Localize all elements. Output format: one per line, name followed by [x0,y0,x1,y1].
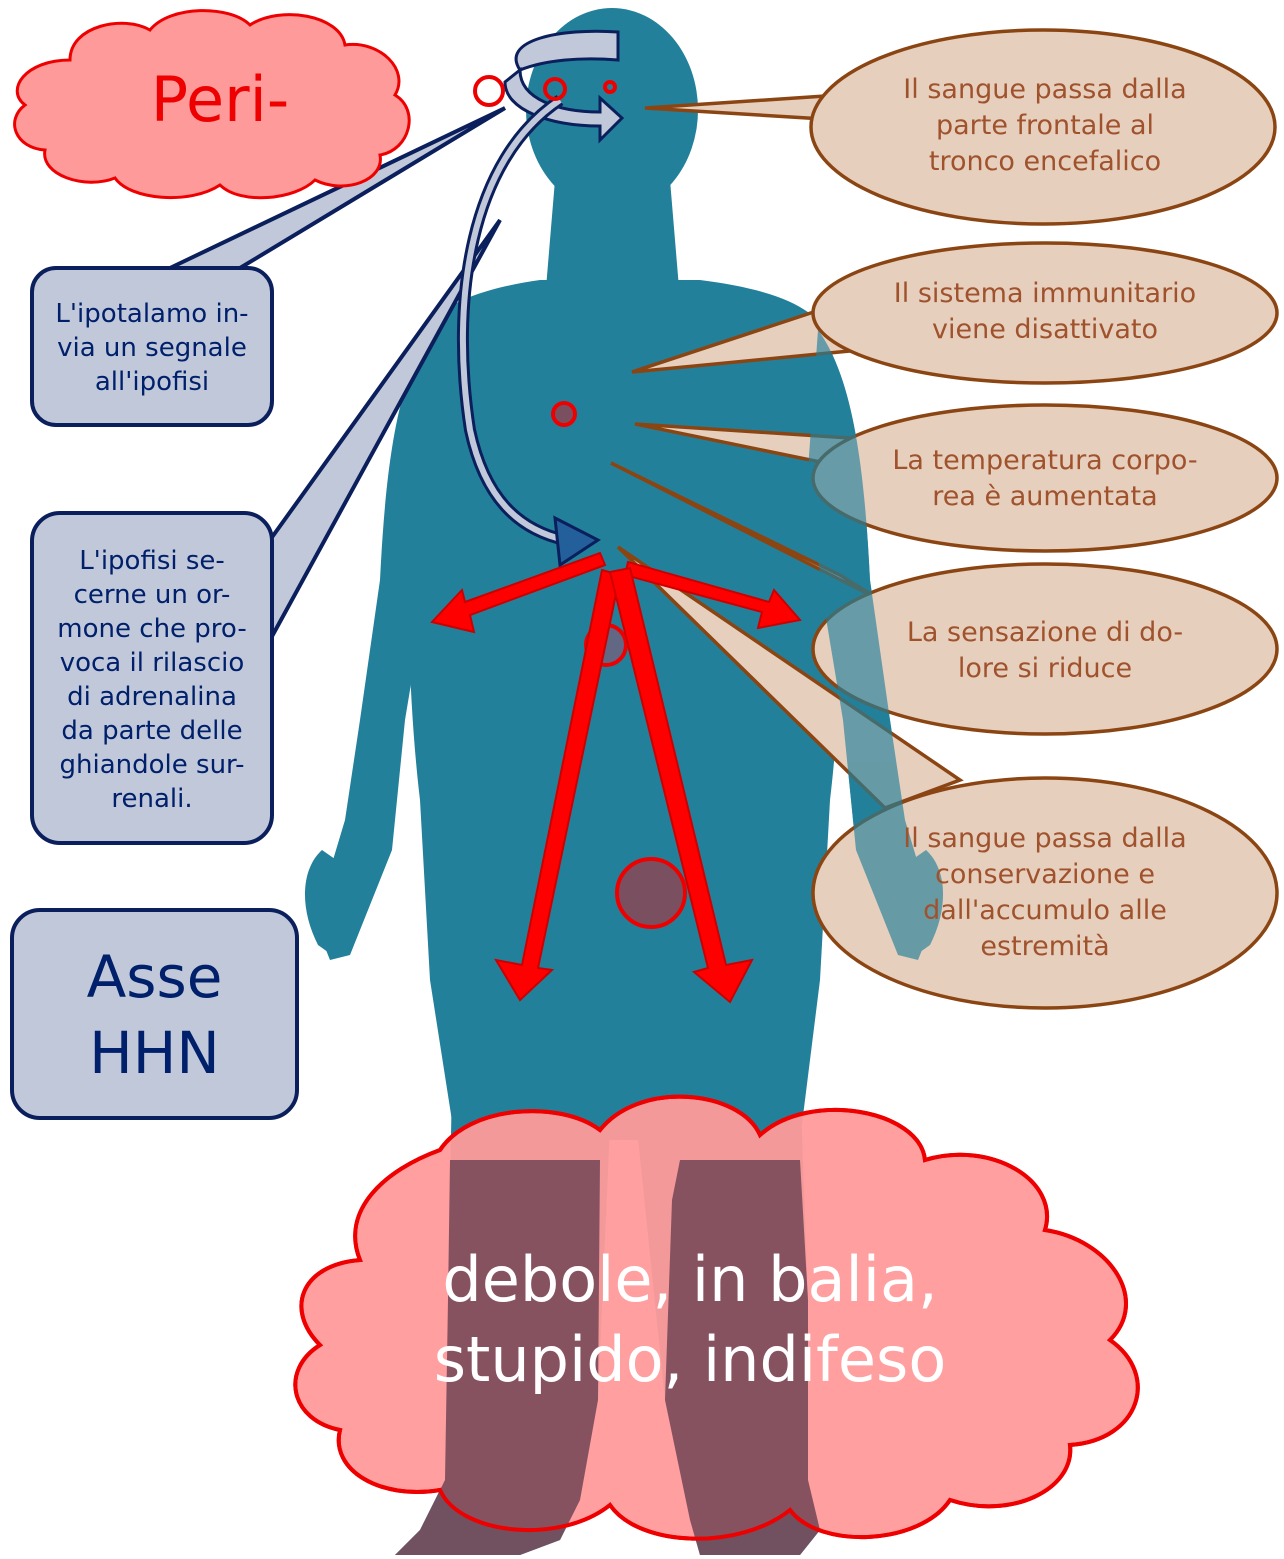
brown-callout-text-1: Il sangue passa dalla parte frontale al … [870,68,1220,183]
blue-callout-text-2: L'ipofisi se- cerne un or- mone che pro-… [34,530,270,830]
marker-head-left [475,77,503,105]
marker-chest [553,403,575,425]
marker-groin [617,859,685,927]
cloud-top-label: Peri- [90,55,350,145]
brown-callout-text-3: La temperatura corpo- rea è aumentata [870,440,1220,518]
axis-label: Asse HHN [12,915,297,1115]
brown-callout-text-2: Il sistema immunitario viene disattivato [870,272,1220,352]
blue-callout-text-1: L'ipotalamo in- via un segnale all'ipofi… [34,285,270,410]
brown-callout-text-4: La sensazione di do- lore si riduce [870,612,1220,690]
cloud-bottom-label: debole, in balia, stupido, indifeso [370,1230,1010,1410]
brown-callout-text-5: Il sangue passa dalla conservazione e da… [870,818,1220,968]
